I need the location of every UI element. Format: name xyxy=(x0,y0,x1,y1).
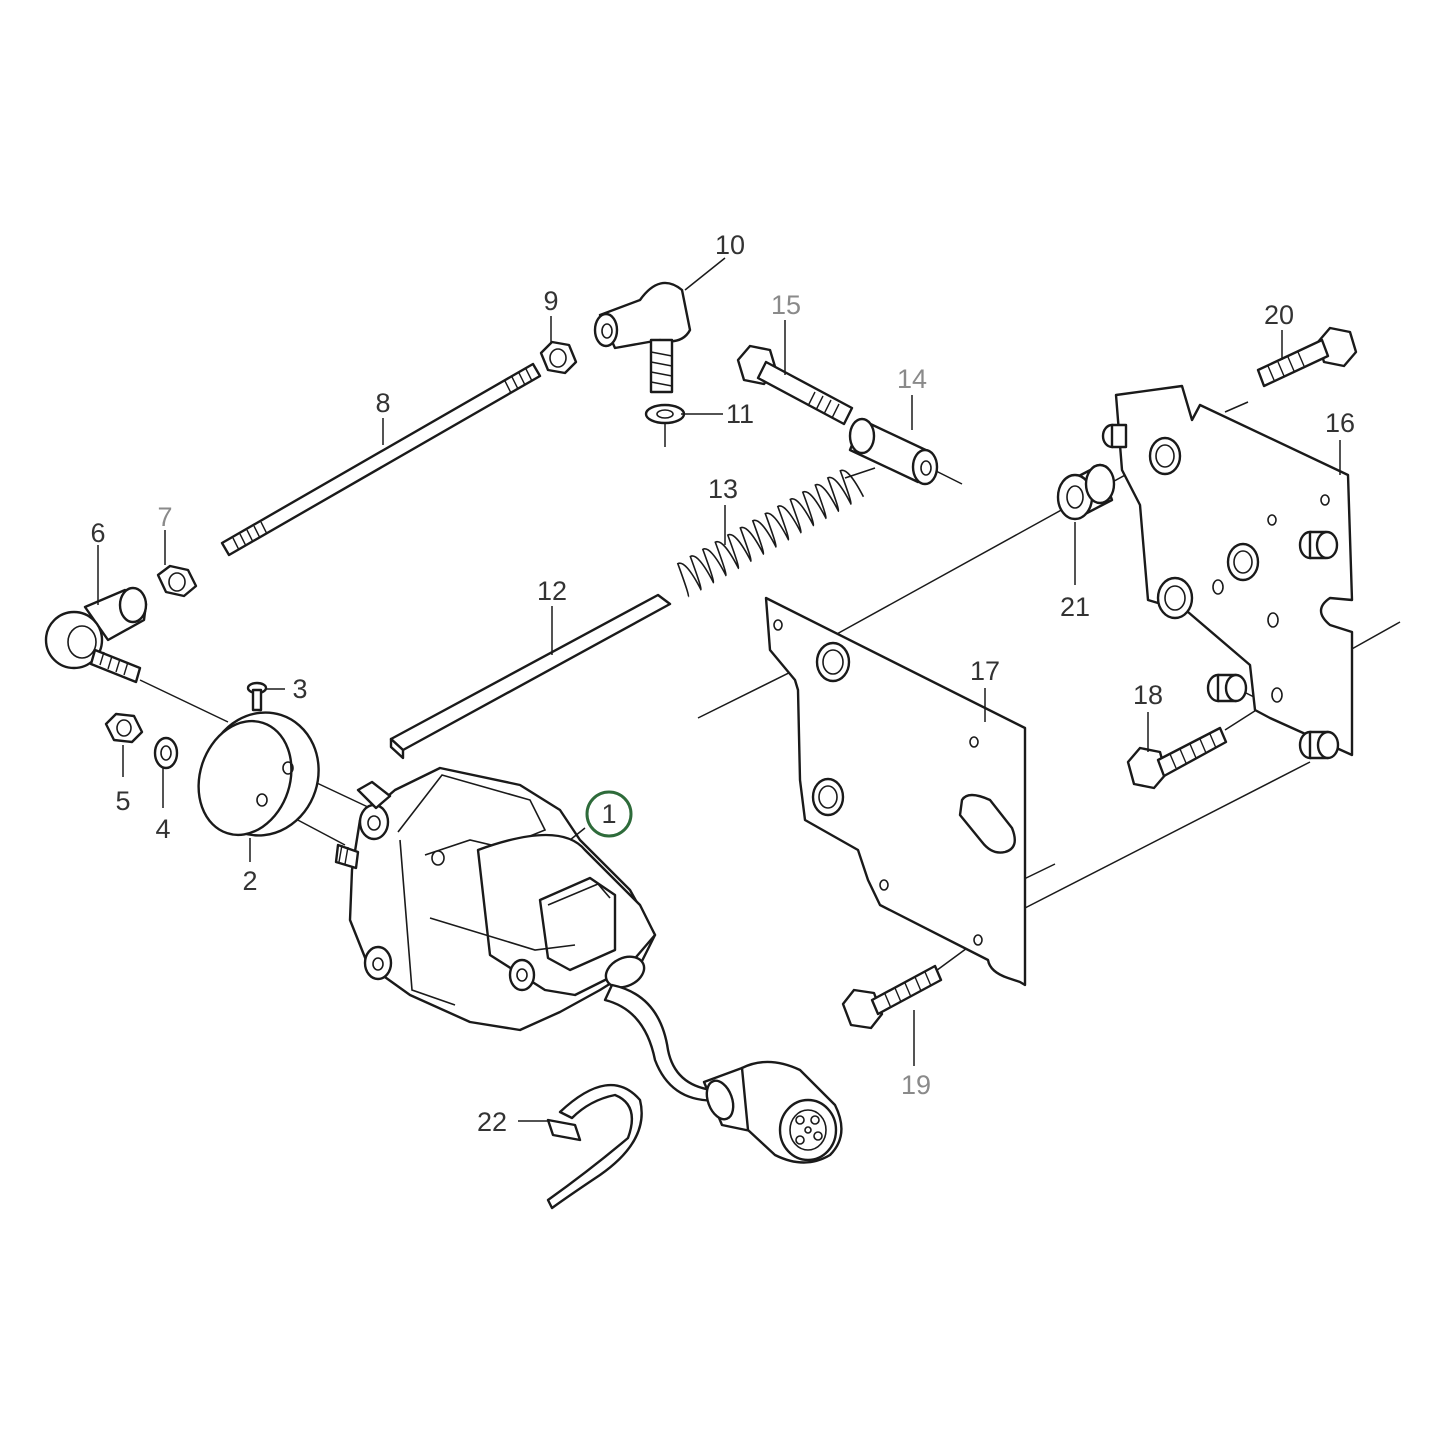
callout-1: 1 xyxy=(601,799,616,829)
callout-1-highlight-ring xyxy=(585,790,633,838)
callout-16: 16 xyxy=(1325,408,1355,438)
part-14-spacer-sleeve xyxy=(848,417,939,486)
part-11-washer xyxy=(644,403,686,425)
callout-4: 4 xyxy=(155,814,170,844)
callout-21: 21 xyxy=(1060,592,1090,622)
part-4-washer xyxy=(153,736,179,770)
part-5-nut xyxy=(104,712,144,744)
part-1-cable-connector xyxy=(603,983,843,1164)
callout-2: 2 xyxy=(242,866,257,896)
part-18-bolt xyxy=(1126,726,1228,790)
callout-15: 15 xyxy=(771,290,801,320)
callout-13: 13 xyxy=(708,474,738,504)
callout-8: 8 xyxy=(375,388,390,418)
part-3-screw xyxy=(246,681,268,712)
part-15-bolt xyxy=(736,344,854,426)
part-2-disc xyxy=(197,711,320,837)
callout-12: 12 xyxy=(537,576,567,606)
callout-5: 5 xyxy=(115,786,130,816)
callout-11: 11 xyxy=(726,399,754,429)
part-17-gasket-plate xyxy=(764,596,1027,987)
callout-10: 10 xyxy=(715,230,745,260)
part-9-nut xyxy=(539,340,578,375)
callout-19: 19 xyxy=(901,1070,931,1100)
part-13-coil-spring xyxy=(676,469,865,598)
callouts: 1 2 3 4 5 6 7 8 9 10 11 12 13 14 15 16 1… xyxy=(90,230,1355,1137)
part-20-bolt xyxy=(1256,326,1358,388)
callout-9: 9 xyxy=(543,286,558,316)
part-7-nut xyxy=(156,564,198,598)
callout-17: 17 xyxy=(970,656,1000,686)
callout-leaders xyxy=(97,257,1341,1122)
part-19-bolt xyxy=(841,964,943,1030)
part-6-ball-joint xyxy=(44,586,148,684)
callout-3: 3 xyxy=(292,674,307,704)
part-10-elbow-joint xyxy=(593,281,692,394)
part-16-mounting-bracket xyxy=(1101,384,1354,760)
part-8-threaded-rod xyxy=(220,362,542,557)
part-12-flat-strip xyxy=(389,593,672,760)
callout-18: 18 xyxy=(1133,680,1163,710)
part-21-bushing xyxy=(1056,463,1116,521)
callout-14: 14 xyxy=(897,364,927,394)
callout-6: 6 xyxy=(90,518,105,548)
callout-20: 20 xyxy=(1264,300,1294,330)
callout-7: 7 xyxy=(157,502,172,532)
callout-22: 22 xyxy=(477,1107,507,1137)
part-22-cable-tie xyxy=(546,1083,643,1210)
part-1-actuator xyxy=(334,766,657,1032)
